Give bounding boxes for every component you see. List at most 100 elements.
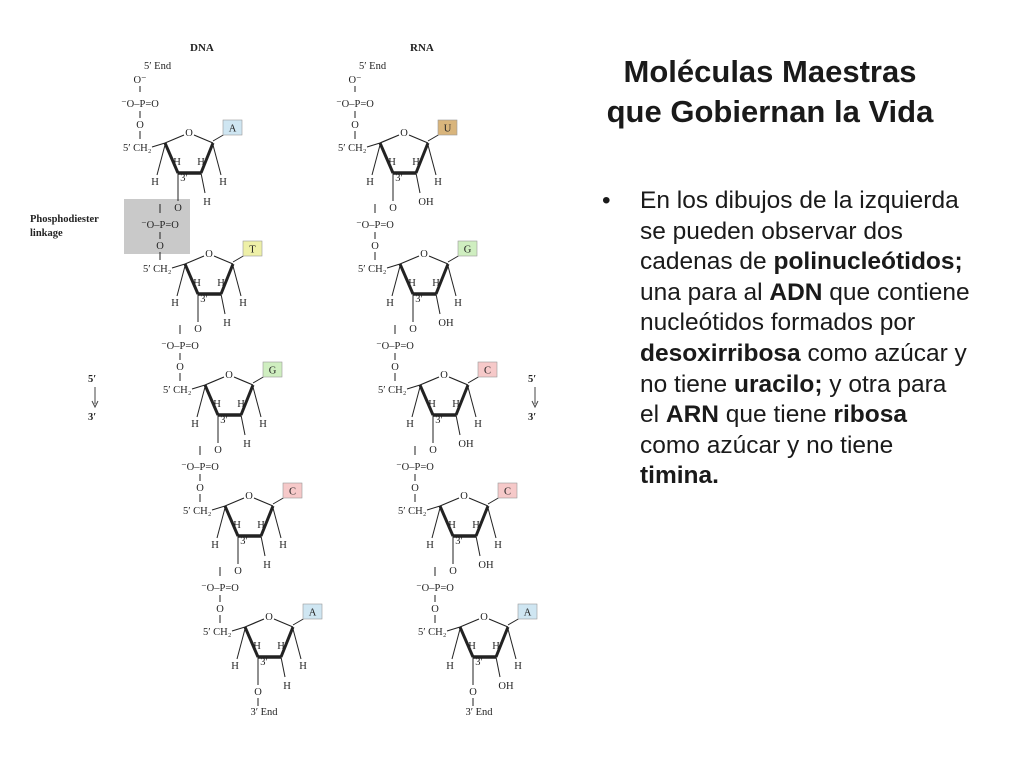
dna-ring-oxygen: O xyxy=(225,370,233,381)
dna-h-atom: H xyxy=(233,520,241,531)
dna-o-minus: O⁻ xyxy=(133,75,147,86)
rna-h-atom: H xyxy=(454,298,462,309)
dna-three-prime: 3′ xyxy=(260,657,268,668)
bold-term: polinucleótidos; xyxy=(773,248,963,276)
phosphodiester-highlight xyxy=(124,199,190,254)
dna-h-atom: H xyxy=(223,318,231,329)
bold-term: desoxirribosa xyxy=(640,339,801,367)
dna-h-atom: H xyxy=(217,278,225,289)
rna-phosphate: ⁻O–P=O xyxy=(376,341,414,352)
rna-three-prime: 3′ xyxy=(475,657,483,668)
rna-ch2: 5′ CH₂ xyxy=(358,264,387,275)
bold-term: timina. xyxy=(640,462,719,490)
rna-phosphate: ⁻O–P=O xyxy=(336,99,374,110)
dna-three-end-label: 3′ End xyxy=(250,707,278,718)
dna-five-end-label: 5′ End xyxy=(144,61,172,72)
rna-three-prime-oxygen: O xyxy=(389,203,397,214)
dna-h-atom: H xyxy=(237,399,245,410)
dna-rna-structure-diagram: DNA RNA Phosphodiester linkage 5′ 3′ 5′ … xyxy=(30,42,539,718)
bold-term: ADN xyxy=(769,278,823,306)
dna-phosphate: ⁻O–P=O xyxy=(121,99,159,110)
rna-phosphate: ⁻O–P=O xyxy=(356,220,394,231)
dna-h-atom: H xyxy=(279,540,287,551)
rna-ch2: 5′ CH₂ xyxy=(418,627,447,638)
rna-ch2: 5′ CH₂ xyxy=(378,385,407,396)
rna-h-atom: H xyxy=(494,540,502,551)
rna-ring-oxygen: O xyxy=(420,249,428,260)
dna-ch2: 5′ CH₂ xyxy=(163,385,192,396)
dna-header: DNA xyxy=(190,42,214,54)
rna-three-end-label: 3′ End xyxy=(465,707,493,718)
body-text-run: una para al xyxy=(640,278,770,306)
dna-ester-oxygen: O xyxy=(136,120,144,131)
rna-h-atom: H xyxy=(388,157,396,168)
rna-phosphate: ⁻O–P=O xyxy=(396,462,434,473)
dna-h-atom: H xyxy=(193,278,201,289)
rna-base-A: A xyxy=(517,603,538,620)
rna-base-C: C xyxy=(497,482,518,499)
rna-h-atom: H xyxy=(426,540,434,551)
phosphodiester-label-1: Phosphodiester xyxy=(30,214,99,225)
dna-h-atom: H xyxy=(213,399,221,410)
rna-h-atom: H xyxy=(412,157,420,168)
dna-ester-oxygen: O xyxy=(156,241,164,252)
dna-ch2: 5′ CH₂ xyxy=(143,264,172,275)
rna-base-letter: A xyxy=(524,608,532,619)
body-text-run: como azúcar y no tiene xyxy=(640,339,967,398)
dna-three-prime: 3′ xyxy=(220,415,228,426)
rna-phosphate: ⁻O–P=O xyxy=(416,583,454,594)
dna-h-atom: H xyxy=(191,419,199,430)
dna-three-prime-oxygen: O xyxy=(194,324,202,335)
dna-h-atom: H xyxy=(173,157,181,168)
dna-ring-oxygen: O xyxy=(185,128,193,139)
rna-h-atom: H xyxy=(434,177,442,188)
rna-h-atom: H xyxy=(446,661,454,672)
dna-h-atom: H xyxy=(203,197,211,208)
phosphodiester-label-2: linkage xyxy=(30,228,63,239)
dna-h-atom: H xyxy=(219,177,227,188)
dna-base-T: T xyxy=(242,240,263,257)
dna-h-atom: H xyxy=(259,419,267,430)
body-text-run: que tiene xyxy=(718,401,834,429)
rna-ch2: 5′ CH₂ xyxy=(338,143,367,154)
rna-ester-oxygen: O xyxy=(431,604,439,615)
dna-three-prime-oxygen: O xyxy=(254,687,262,698)
rna-base-U: U xyxy=(437,119,458,136)
rna-base-letter: G xyxy=(464,245,472,256)
rna-three-prime: 3′ xyxy=(395,173,403,184)
rna-o-minus: O⁻ xyxy=(348,75,362,86)
rna-ring-oxygen: O xyxy=(480,612,488,623)
rna-h-atom: H xyxy=(492,641,500,652)
rna-ester-oxygen: O xyxy=(351,120,359,131)
dna-base-A: A xyxy=(222,119,243,136)
bold-term: ARN xyxy=(665,401,719,429)
rna-base-letter: C xyxy=(484,366,491,377)
rna-three-prime-oxygen: O xyxy=(429,445,437,456)
dna-phosphate: ⁻O–P=O xyxy=(181,462,219,473)
dna-base-letter: A xyxy=(229,124,237,135)
rna-ring-oxygen: O xyxy=(460,491,468,502)
dna-h-atom: H xyxy=(283,681,291,692)
dna-ester-oxygen: O xyxy=(216,604,224,615)
dna-h-atom: H xyxy=(211,540,219,551)
rna-ester-oxygen: O xyxy=(371,241,379,252)
rna-h-atom: H xyxy=(452,399,460,410)
bullet-text: En los dibujos de la izquierda se pueden… xyxy=(640,186,970,492)
rna-ch2: 5′ CH₂ xyxy=(398,506,427,517)
rna-h-atom: H xyxy=(514,661,522,672)
rna-base-C: C xyxy=(477,361,498,378)
rna-h-atom: H xyxy=(366,177,374,188)
bold-term: uracilo; xyxy=(734,370,823,398)
rna-h-atom: H xyxy=(406,419,414,430)
rna-ring-oxygen: O xyxy=(440,370,448,381)
rna-h-atom: H xyxy=(474,419,482,430)
rna-five-end-label: 5′ End xyxy=(359,61,387,72)
rna-three-prime: 3′ xyxy=(455,536,463,547)
dna-ch2: 5′ CH₂ xyxy=(183,506,212,517)
